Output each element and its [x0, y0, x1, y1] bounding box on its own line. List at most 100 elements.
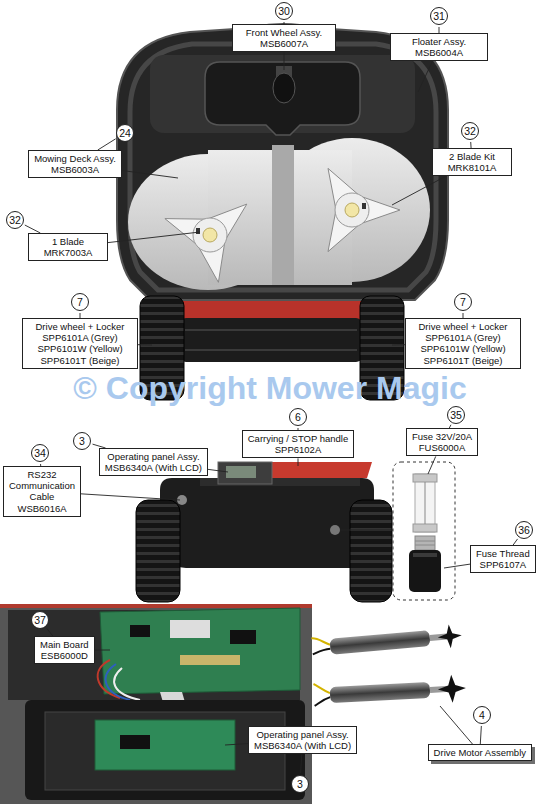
watermark: © Copyright Mower Magic	[73, 372, 466, 404]
drive-axle	[180, 318, 362, 362]
blade-right	[345, 203, 359, 217]
part-text: MRK8101A	[438, 162, 506, 173]
callout-line	[47, 629, 53, 636]
callout-line	[25, 225, 41, 233]
blade-left	[203, 228, 217, 242]
leader-line	[440, 706, 472, 744]
callout-line	[301, 754, 302, 773]
fuse-leader	[340, 530, 393, 531]
drive-motor	[330, 682, 431, 703]
rear-body	[218, 462, 272, 484]
fuse-detail	[393, 462, 455, 600]
part-text: Fuse Thread	[476, 548, 530, 559]
part-text: Operating panel Assy.	[105, 451, 202, 462]
rear-wheel	[136, 500, 392, 602]
fuse-detail	[425, 482, 426, 524]
mower-underside	[117, 24, 448, 300]
callout-line	[480, 726, 481, 744]
part-text: ESB6000D	[40, 650, 89, 661]
leader-line	[298, 458, 299, 466]
fuse-leader	[340, 530, 393, 531]
part-text: Drive wheel + Locker	[28, 321, 132, 332]
leader-line	[108, 232, 200, 243]
leader-line	[444, 564, 470, 568]
callout-number: 24	[116, 124, 134, 142]
fuse-detail	[393, 462, 455, 600]
callout-number: 30	[275, 2, 293, 20]
open-housing	[120, 735, 150, 749]
fuse-detail	[415, 541, 435, 542]
callout-number: 31	[430, 7, 448, 25]
open-housing	[0, 604, 312, 804]
open-housing	[98, 660, 120, 698]
part-text: 1 Blade	[34, 236, 102, 247]
open-housing	[170, 620, 210, 638]
part-text: MSB6340A (With LCD)	[105, 462, 202, 473]
open-housing	[130, 625, 150, 637]
leader-line	[392, 344, 405, 345]
front-wheel	[273, 66, 295, 103]
leader-line	[122, 170, 178, 178]
part-text: Fuse 32V/20A	[412, 431, 472, 442]
drive-motor	[313, 683, 330, 694]
fuse-detail	[415, 474, 435, 532]
rear-body	[330, 525, 340, 535]
part-label-box: 1 BladeMRK7003A	[28, 233, 108, 261]
callout-number: 37	[31, 611, 49, 629]
leader-line	[81, 494, 180, 500]
part-text: SPP6101W (Yellow)	[28, 343, 132, 354]
open-housing	[0, 604, 312, 608]
open-housing	[106, 664, 130, 700]
fuse-detail	[415, 545, 435, 546]
blade-right	[362, 203, 366, 209]
drive-motor	[437, 674, 466, 703]
part-text: Carrying / STOP handle	[248, 433, 349, 444]
fuse-detail	[409, 550, 441, 592]
part-text: RS232 Communication Cable	[9, 469, 75, 503]
part-text: SPP6102A	[248, 444, 349, 455]
drive-motor	[314, 697, 330, 706]
part-text: MSB6340A (With LCD)	[254, 740, 351, 751]
part-text: Operating panel Assy.	[254, 729, 351, 740]
callout-number: 35	[447, 406, 465, 424]
part-text: WSB6016A	[9, 503, 75, 514]
callout-number: 3	[291, 775, 309, 793]
part-text: SPP6101W (Yellow)	[411, 343, 515, 354]
part-label-box: Fuse ThreadSPP6107A	[470, 545, 536, 573]
blade-right	[328, 168, 400, 251]
leader-line	[392, 176, 445, 205]
drive-axle	[185, 349, 357, 351]
mowing-deck-plate	[272, 145, 294, 285]
part-label-box: Floater Assy.MSB6004A	[390, 33, 488, 61]
fuse-detail	[415, 536, 435, 550]
drive-motor	[311, 637, 330, 647]
part-text: MRK7003A	[34, 247, 102, 258]
blade-left	[165, 204, 247, 282]
drive-axle	[180, 318, 362, 362]
leader-line	[95, 650, 110, 651]
rear-body	[226, 466, 256, 478]
drive-motor	[437, 623, 463, 649]
drive-motor	[311, 623, 466, 710]
part-text: SPP6101T (Beige)	[28, 355, 132, 366]
blade-left	[193, 218, 227, 252]
callout-number: 36	[515, 521, 533, 539]
part-label-box: Operating panel Assy.MSB6340A (With LCD)	[248, 726, 357, 754]
part-text: SPP6107A	[476, 559, 530, 570]
open-housing	[230, 630, 256, 644]
part-text: MSB6007A	[238, 38, 330, 49]
drive-axle	[185, 329, 357, 331]
callout-number: 34	[31, 444, 49, 462]
part-text: SPP6101A (Grey)	[411, 332, 515, 343]
blade-right	[335, 193, 369, 227]
open-housing	[0, 604, 312, 804]
blade-left	[165, 204, 247, 282]
part-text: SPP6101A (Grey)	[28, 332, 132, 343]
callout-number: 7	[71, 293, 89, 311]
part-label-box: Drive Motor Assembly	[428, 744, 532, 761]
mower-underside	[205, 62, 360, 135]
rear-body	[160, 462, 374, 568]
blade-right	[328, 168, 400, 251]
part-text: Drive Motor Assembly	[434, 747, 526, 758]
